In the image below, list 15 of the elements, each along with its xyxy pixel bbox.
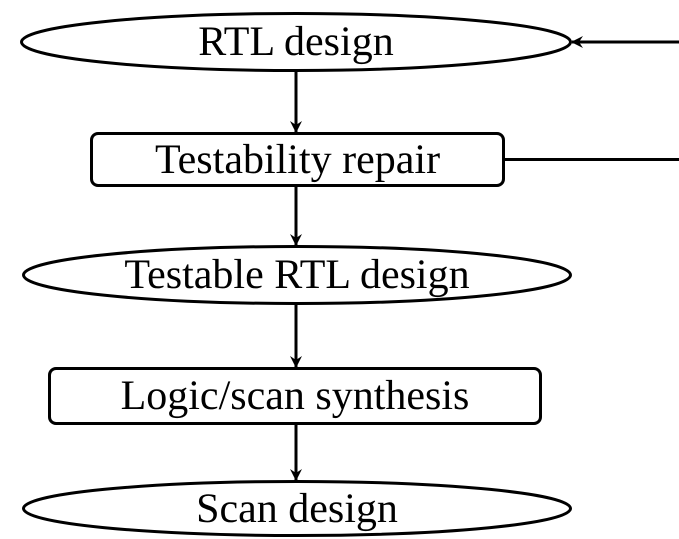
node-label: RTL design: [198, 21, 394, 63]
arrow: [290, 72, 302, 133]
arrow: [290, 305, 302, 368]
node-label: Scan design: [196, 488, 398, 530]
process-box: [48, 367, 542, 425]
ellipse-node: [20, 12, 572, 72]
ellipse-node: [22, 480, 572, 537]
arrow: [290, 187, 302, 246]
arrow: [571, 36, 679, 48]
process-box: [90, 132, 505, 187]
node-label: Testability repair: [154, 138, 440, 180]
node-label: Testable RTL design: [124, 254, 470, 296]
arrow: [290, 425, 302, 481]
ellipse-node: [22, 245, 572, 305]
node-label: Logic/scan synthesis: [120, 375, 470, 417]
